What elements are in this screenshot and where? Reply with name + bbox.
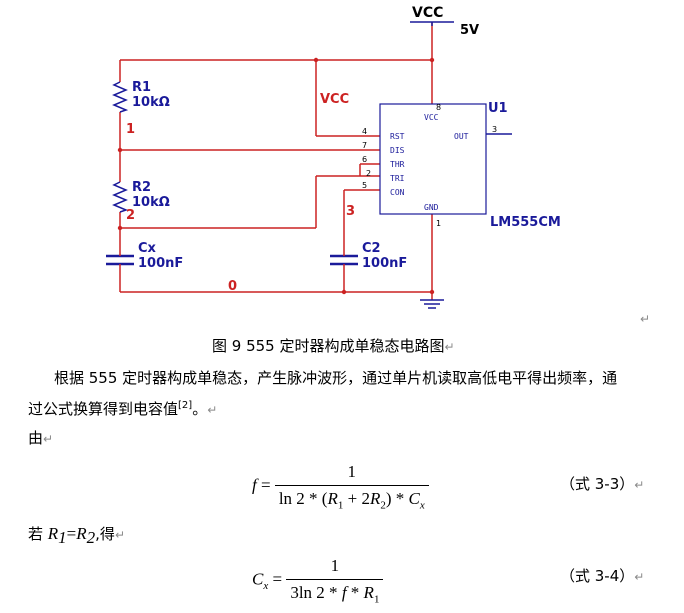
pin-number-8: 8 [436, 103, 441, 112]
pin-number-3: 3 [492, 125, 497, 134]
condition-post: ,得 [95, 525, 115, 543]
pin-number-6: 6 [362, 155, 367, 164]
vcc-net-label: VCC [320, 92, 349, 107]
pin-number-1: 1 [436, 219, 441, 228]
equation-3-3: f = 1 ln 2 * (R1 + 2R2) * Cx [252, 462, 429, 511]
paragraph-mark-icon: ↵ [114, 528, 125, 542]
circuit-schematic: VCC 5V VCC R1 10kΩ R2 10kΩ Cx 100nF C2 1… [106, 5, 561, 309]
paragraph-mark-icon: ↵ [43, 432, 54, 446]
caption-text: 图 9 555 定时器构成单稳态电路图 [212, 337, 445, 355]
paragraph-text-1: 根据 555 定时器构成单稳态，产生脉冲波形，通过单片机读取高低电平得出频率，通 [54, 369, 618, 387]
ic-ref: U1 [488, 101, 508, 116]
ic-pin-labels: VCC RST DIS THR TRI CON OUT GND [390, 113, 469, 212]
vcc-voltage-label: 5V [460, 23, 479, 38]
paragraph-mark-icon: ↵ [640, 312, 651, 326]
wires [119, 22, 433, 300]
ic-pin-numbers: 8 4 7 6 2 5 3 1 [362, 103, 497, 228]
condition-r2-sub: 2 [86, 528, 96, 547]
paragraph-line-1: 根据 555 定时器构成单稳态，产生脉冲波形，通过单片机读取高低电平得出频率，通 [54, 368, 617, 388]
equation-3-3-label: （式 3-3）↵ [560, 474, 644, 495]
junction-dots [117, 57, 435, 295]
r2-name: R2 [132, 180, 151, 195]
paragraph-mark-icon: ↵ [444, 340, 455, 354]
equation-3-3-label-text: （式 3-3） [560, 475, 635, 493]
you-line: 由↵ [28, 428, 53, 449]
paragraph-mark-icon: ↵ [207, 403, 218, 417]
pin-label-gnd: GND [424, 203, 439, 212]
node-label-3: 3 [346, 204, 355, 219]
vcc-top-label: VCC [412, 5, 443, 21]
figure-caption: 图 9 555 定时器构成单稳态电路图↵ [212, 336, 455, 357]
paragraph-text-2: 过公式换算得到电容值 [28, 400, 179, 418]
pin-label-out: OUT [454, 132, 469, 141]
citation-ref: [2] [178, 400, 193, 411]
node-label-1: 1 [126, 122, 135, 137]
pin-number-4: 4 [362, 127, 367, 136]
condition-r2: R [76, 524, 87, 543]
r1-symbol [112, 81, 129, 113]
paragraph-line-2: 过公式换算得到电容值[2]。↵ [28, 396, 217, 420]
r1-name: R1 [132, 80, 151, 95]
pin-number-5: 5 [362, 181, 367, 190]
condition-r1: R [47, 524, 59, 543]
ground-symbol [420, 299, 444, 309]
pin-label-tri: TRI [390, 174, 405, 183]
pin-label-vcc: VCC [424, 113, 439, 122]
condition-line: 若 R1=R2,得↵ [28, 524, 125, 548]
paragraph-mark-icon: ↵ [634, 570, 645, 584]
pin-number-7: 7 [362, 141, 367, 150]
r2-value: 10kΩ [132, 195, 170, 210]
equation-3-4-label-text: （式 3-4） [560, 567, 635, 585]
condition-r1-sub: 1 [58, 528, 67, 547]
ic-u1-body [379, 103, 487, 215]
cx-value: 100nF [138, 256, 183, 271]
node-label-2: 2 [126, 208, 135, 223]
pin-label-dis: DIS [390, 146, 405, 155]
pin-label-thr: THR [390, 160, 405, 169]
c2-value: 100nF [362, 256, 407, 271]
pin-number-2: 2 [366, 169, 371, 178]
equation-3-3-fraction: 1 ln 2 * (R1 + 2R2) * Cx [274, 462, 429, 511]
equation-3-4-label: （式 3-4）↵ [560, 566, 644, 587]
condition-pre: 若 [28, 525, 48, 543]
r1-value: 10kΩ [132, 95, 170, 110]
equation-3-4-fraction: 1 3ln 2 * f * R1 [286, 556, 384, 605]
pin-label-rst: RST [390, 132, 405, 141]
node-label-0: 0 [228, 279, 237, 294]
paragraph-mark-icon: ↵ [634, 478, 645, 492]
condition-eq: = [66, 524, 77, 543]
r2-symbol [112, 181, 129, 213]
pin-label-con: CON [390, 188, 405, 197]
c2-name: C2 [362, 241, 381, 256]
component-symbols [106, 21, 512, 309]
equation-3-4: Cx = 1 3ln 2 * f * R1 [252, 556, 384, 605]
ic-part: LM555CM [490, 215, 561, 230]
paragraph-text-2-end: 。 [192, 400, 208, 418]
cx-name: Cx [138, 241, 157, 256]
you-text: 由 [28, 429, 44, 447]
